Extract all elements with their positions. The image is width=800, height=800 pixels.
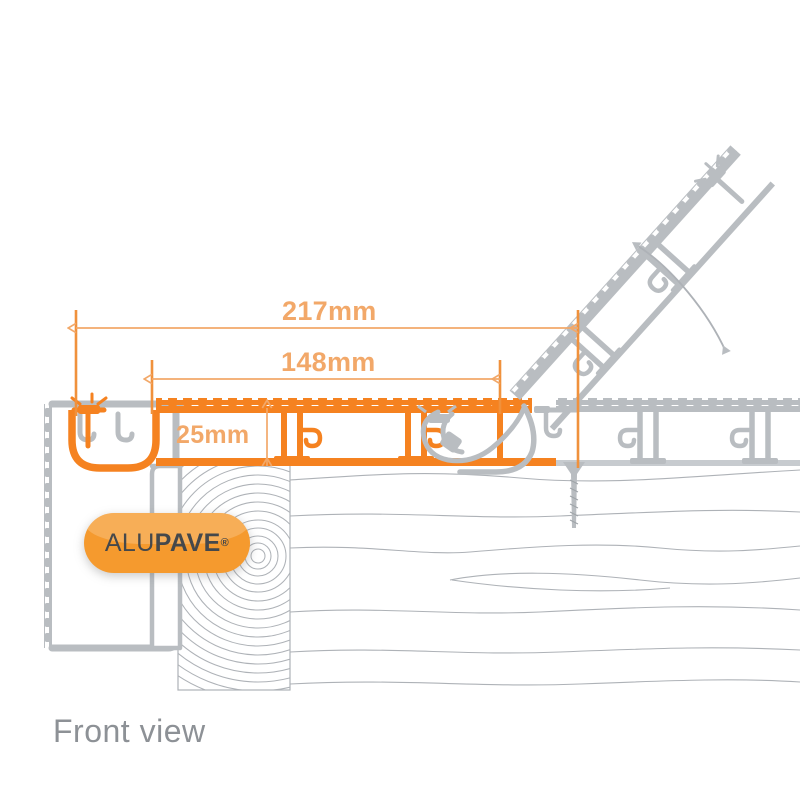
highlighted-board <box>68 392 556 472</box>
side-clip <box>70 392 108 449</box>
dimension-label-25mm: 25mm <box>176 421 250 449</box>
dimension-label-148mm: 148mm <box>281 347 376 377</box>
adjacent-boards <box>534 398 800 466</box>
timber-substructure <box>177 461 800 691</box>
tilted-board <box>509 145 775 431</box>
tilted-board-clip <box>693 154 745 204</box>
clip-tongue-detail <box>417 404 462 453</box>
logo-text-alu: ALU <box>104 528 155 557</box>
registered-trademark-symbol: ® <box>220 537 230 549</box>
fixing-screw <box>563 462 585 528</box>
logo-text-pave: PAVE <box>154 528 221 557</box>
rotation-arrow <box>631 242 731 355</box>
timber-deck <box>290 469 800 686</box>
view-label: Front view <box>53 713 206 749</box>
dimension-label-217mm: 217mm <box>282 296 377 326</box>
dimension-lines <box>76 310 580 468</box>
clip-skirt <box>457 403 537 475</box>
